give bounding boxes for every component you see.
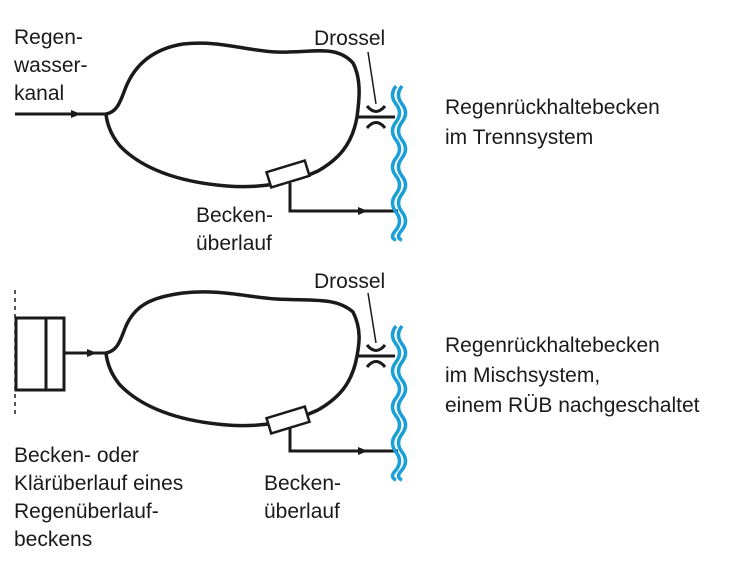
top-basin-outline [104, 41, 361, 189]
bottom-inlet-label-line-4: beckens [14, 528, 92, 551]
bottom-inlet-label-line-2: Klärüberlauf eines [14, 472, 183, 495]
bottom-inlet-label-line-1: Becken- oder [14, 444, 139, 467]
bottom-water-body-icon-inner [390, 324, 402, 482]
bottom-throttle-label: Drossel [314, 270, 385, 293]
bottom-throttle-leader [367, 292, 377, 344]
bottom-description-line-2: im Mischsystem, [445, 364, 600, 387]
top-overflow-label-line-2: überlauf [196, 232, 272, 255]
top-inlet-label-line-3: kanal [14, 82, 64, 105]
bottom-overflow-label-line-1: Becken- [264, 472, 341, 495]
top-water-body-icon-inner [390, 84, 402, 242]
bottom-source-basin-icon [14, 316, 66, 392]
top-water-body-icon [396, 84, 408, 242]
bottom-water-body-icon [396, 324, 408, 482]
top-overflow-label-line-1: Becken- [196, 204, 273, 227]
bottom-description-line-3: einem RÜB nachgeschaltet [445, 394, 700, 417]
bottom-inlet-label-line-3: Regenüberlauf- [14, 500, 159, 523]
top-overflow-weir-icon [264, 158, 312, 190]
bottom-throttle-icon [357, 343, 395, 369]
top-description-line-1: Regenrückhaltebecken [445, 96, 660, 119]
bottom-overflow-label-line-2: überlauf [264, 500, 340, 523]
top-inlet-label-line-1: Regen- [14, 26, 83, 49]
top-overflow-arrow [288, 183, 368, 215]
bottom-description-line-1: Regenrückhaltebecken [445, 334, 660, 357]
top-description-line-2: im Trennsystem [445, 126, 593, 149]
bottom-basin-outline [104, 290, 361, 428]
bottom-diagram: Drossel Becken- überlauf Regenrückhalteb… [14, 270, 700, 551]
top-throttle-label: Drossel [314, 27, 385, 50]
top-inlet-label-line-2: wasser- [13, 54, 88, 77]
top-throttle-leader [367, 51, 377, 105]
top-throttle-icon [357, 104, 395, 130]
bottom-overflow-weir-icon [264, 404, 312, 436]
bottom-overflow-arrow [288, 428, 368, 455]
top-diagram: Regen- wasser- kanal Drossel Becken- übe… [13, 26, 660, 255]
